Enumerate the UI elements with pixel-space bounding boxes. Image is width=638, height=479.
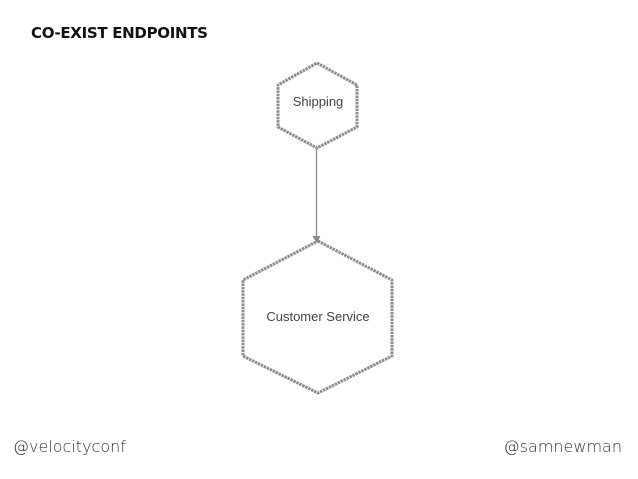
- customer-service-hexagon: [241, 239, 394, 395]
- slide-title: CO-EXIST ENDPOINTS: [31, 24, 208, 42]
- customer-service-node: Customer Service: [241, 239, 394, 395]
- footer-conference-handle: @velocityconf: [13, 437, 126, 456]
- arrow-head-icon: [312, 236, 321, 243]
- shipping-label: Shipping: [293, 94, 344, 109]
- shipping-hexagon: [276, 61, 359, 150]
- customer-service-label: Customer Service: [266, 309, 369, 324]
- shipping-node: Shipping: [276, 61, 359, 150]
- footer-speaker-handle: @samnewman: [503, 437, 622, 456]
